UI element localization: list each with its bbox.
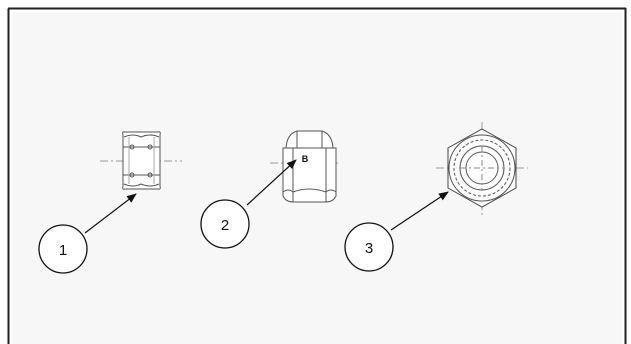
callout-1-label: 1	[59, 242, 67, 259]
nut-3-top-view	[436, 122, 528, 216]
figure-border	[7, 7, 627, 344]
nut-1-side-view	[100, 131, 182, 190]
nut-2-marking: B	[302, 154, 309, 164]
callout-2: 2	[200, 199, 250, 249]
callout-3-label: 3	[365, 240, 373, 257]
leader-2	[246, 159, 297, 206]
leader-lines	[84, 159, 449, 234]
leader-3	[390, 191, 449, 231]
leader-1	[84, 193, 137, 234]
callout-1: 1	[38, 224, 88, 274]
callout-3: 3	[344, 222, 394, 272]
callout-2-label: 2	[221, 217, 229, 234]
